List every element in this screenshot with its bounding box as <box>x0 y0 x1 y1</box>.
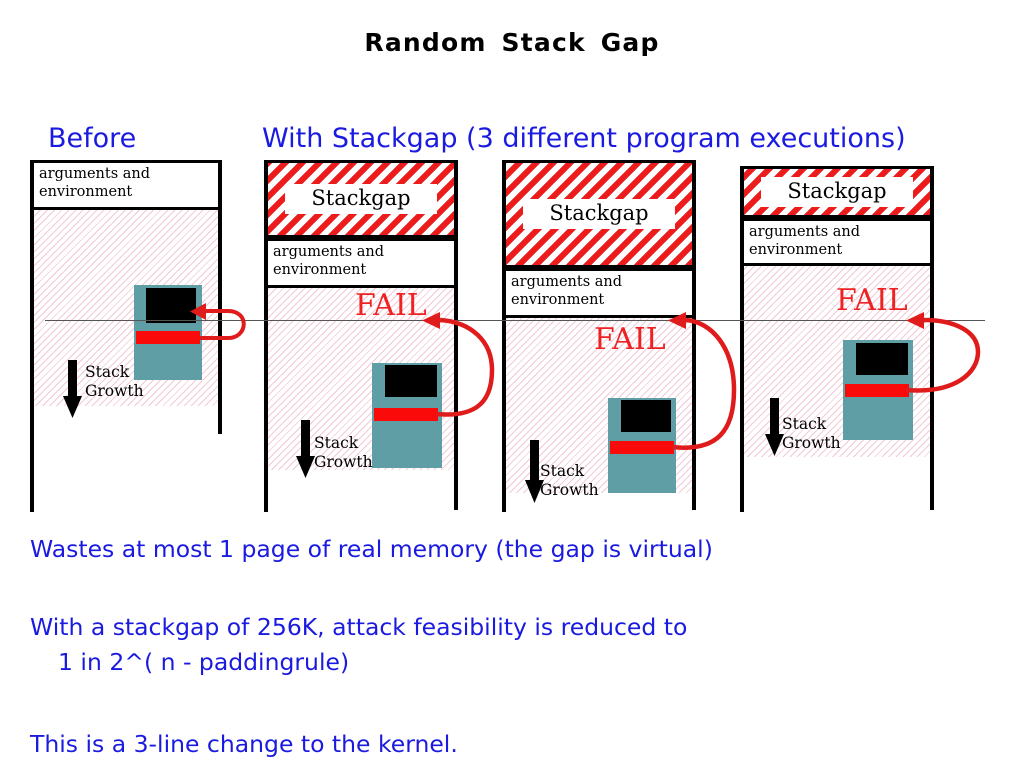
return-address-bar-exec1 <box>374 408 438 421</box>
stack-frame-black-exec3 <box>856 343 908 375</box>
frame-right-exec2 <box>692 160 696 510</box>
stackgap-label-exec3: Stackgap <box>761 176 913 208</box>
stack-growth-label-exec1: Stack Growth <box>314 434 373 471</box>
bullet-wastes-page: Wastes at most 1 page of real memory (th… <box>30 535 713 563</box>
stack-growth-label-exec2: Stack Growth <box>540 462 599 499</box>
arguments-environment-box-before: arguments and environment <box>30 160 222 210</box>
arguments-environment-label: arguments and environment <box>749 224 861 258</box>
frame-left-exec2 <box>502 160 506 512</box>
arguments-environment-label: arguments and environment <box>39 166 151 200</box>
stack-frame-black-exec1 <box>385 365 437 397</box>
stackgap-box-exec1: Stackgap <box>264 160 458 238</box>
stack-growth-label-exec3: Stack Growth <box>782 415 841 452</box>
frame-left-exec1 <box>264 160 268 512</box>
heading-with-stackgap: With Stackgap (3 different program execu… <box>262 123 906 154</box>
fail-label-exec2: FAIL <box>594 322 666 357</box>
stack-base-guide-line <box>45 320 985 321</box>
frame-left-before <box>30 160 34 512</box>
arguments-environment-box-exec3: arguments and environment <box>740 218 934 266</box>
arguments-environment-label: arguments and environment <box>273 244 385 278</box>
stack-growth-arrow-exec1 <box>296 420 315 478</box>
stack-frame-black-before <box>146 288 196 323</box>
arguments-environment-box-exec2: arguments and environment <box>502 268 696 318</box>
bullet-stackgap-256k: With a stackgap of 256K, attack feasibil… <box>30 613 688 641</box>
return-address-bar-exec2 <box>610 441 674 454</box>
arguments-environment-label: arguments and environment <box>511 274 623 308</box>
page-title: Random Stack Gap <box>364 28 660 57</box>
bullet-probability-formula: 1 in 2^( n - paddingrule) <box>58 648 350 676</box>
frame-right-exec1 <box>454 160 458 510</box>
stack-frame-black-exec2 <box>621 400 671 432</box>
stackgap-box-exec3: Stackgap <box>740 166 934 218</box>
frame-left-exec3 <box>740 166 744 512</box>
return-address-bar-exec3 <box>845 384 909 397</box>
heading-before: Before <box>48 123 137 154</box>
stack-growth-arrow-exec2 <box>525 440 544 503</box>
return-address-bar-before <box>136 331 200 344</box>
stackgap-label-exec2: Stackgap <box>523 198 675 230</box>
stack-growth-arrow-exec3 <box>765 398 784 456</box>
arguments-environment-box-exec1: arguments and environment <box>264 238 458 288</box>
stack-growth-label-before: Stack Growth <box>85 363 144 400</box>
fail-label-exec1: FAIL <box>355 288 427 323</box>
stack-growth-arrow-before <box>63 360 82 418</box>
frame-right-exec3 <box>930 166 934 510</box>
stackgap-label-exec1: Stackgap <box>285 183 437 215</box>
frame-right-before <box>218 160 222 434</box>
bullet-three-line-change: This is a 3-line change to the kernel. <box>30 730 458 758</box>
fail-label-exec3: FAIL <box>836 283 908 318</box>
stackgap-box-exec2: Stackgap <box>502 160 696 268</box>
